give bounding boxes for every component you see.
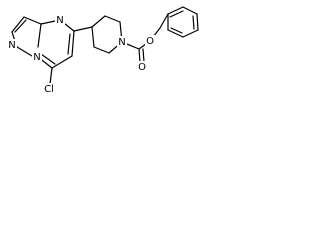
atom-o-carbonyl: O — [137, 61, 147, 73]
atom-n-pyrazole: N — [7, 39, 17, 51]
bond — [91, 15, 106, 28]
bond — [51, 55, 73, 69]
bond — [170, 27, 183, 34]
bond — [37, 23, 42, 48]
bond — [196, 13, 199, 31]
bond — [167, 6, 184, 15]
atom-label-chlorine: Cl — [44, 84, 54, 95]
bond — [192, 15, 195, 30]
benzene-ring — [159, 6, 199, 38]
bond — [182, 6, 198, 15]
bond — [14, 19, 27, 33]
bond — [23, 16, 42, 25]
atom-label-n-bridge: N — [33, 52, 40, 63]
bond — [104, 15, 121, 23]
bond — [142, 48, 145, 63]
bond — [93, 46, 110, 54]
bond — [159, 13, 169, 29]
atom-n-bridge: N — [32, 51, 42, 63]
atom-label-n-piperidine: N — [118, 37, 125, 48]
bond — [73, 26, 93, 32]
atom-chlorine: Cl — [41, 83, 56, 95]
atom-label-n-pyrazole: N — [8, 40, 15, 51]
piperidine-ring — [91, 15, 123, 54]
bond — [16, 46, 33, 57]
molecule-structure: N N N Cl N O O — [7, 6, 199, 95]
bond — [67, 33, 71, 55]
atom-o-ester: O — [145, 35, 155, 47]
bond — [167, 29, 184, 38]
bond — [49, 67, 53, 85]
bond — [169, 10, 184, 18]
bond — [138, 48, 141, 63]
bond — [11, 16, 25, 33]
bond — [40, 53, 56, 65]
bond — [182, 29, 199, 38]
atom-label-o-carbonyl: O — [138, 62, 146, 73]
bond — [71, 30, 75, 57]
pyrimidine-ring — [37, 19, 75, 85]
atom-label-n-pyrimidine: N — [56, 15, 63, 26]
atom-n-pyrimidine: N — [55, 14, 65, 26]
bond — [91, 26, 95, 48]
atom-n-piperidine: N — [117, 36, 127, 48]
atom-label-o-ester: O — [146, 36, 154, 47]
